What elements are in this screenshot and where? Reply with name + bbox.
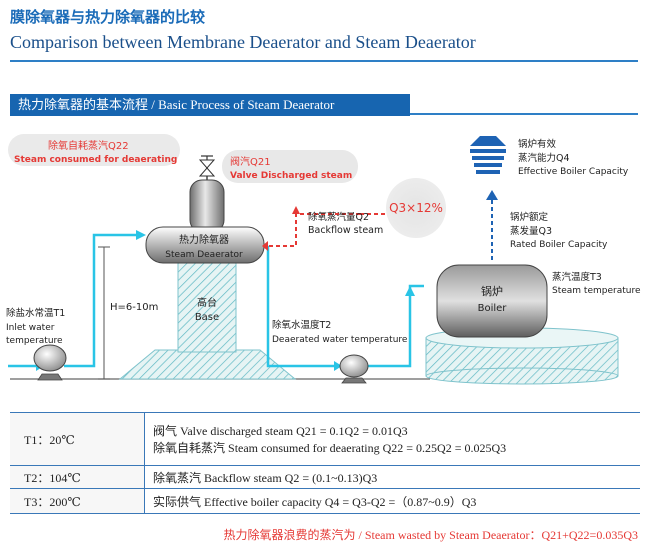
q2-desc-en: Backflow steam Q2 = (0.1~0.13)Q3 xyxy=(201,470,378,485)
boiler-feed-pipe xyxy=(368,284,424,368)
base-label-en: Base xyxy=(195,312,219,323)
q3-label-en: Rated Boiler Capacity xyxy=(510,240,608,250)
t3-label-cn: 蒸汽温度T3 xyxy=(552,271,602,283)
boiler-icon xyxy=(436,264,548,338)
q2-desc-cn: 除氧蒸汽 xyxy=(153,470,202,485)
row-label-t1: T1：20℃ xyxy=(10,412,145,466)
page-title-en: Comparison between Membrane Deaerator an… xyxy=(10,32,476,52)
deaerator-label-cn: 热力除氧器 xyxy=(179,233,229,246)
q22-label-cn: 除氧自耗蒸汽Q22 xyxy=(48,139,129,152)
section-label-cn: 热力除氧器的基本流程 xyxy=(18,98,149,113)
q4-desc-en: Effective boiler capacity Q4 = Q3-Q2 =（0… xyxy=(201,494,477,509)
boiler-label-cn: 锅炉 xyxy=(481,285,503,298)
section-separator: / xyxy=(148,97,159,112)
temperature-table: T1：20℃ 阀气 Valve discharged steam Q21 = 0… xyxy=(10,412,640,514)
q3-ratio-badge xyxy=(386,178,446,238)
backflow-label-cn: 除氧蒸汽量Q2 xyxy=(308,211,369,223)
base-label-cn: 高台 xyxy=(197,296,217,309)
summary-footer: 热力除氧器浪费的蒸汽为 / Steam wasted by Steam Deae… xyxy=(0,526,638,543)
q22-desc-en: Steam consumed for deaerating Q22 = 0.25… xyxy=(225,441,507,455)
feed-pipe xyxy=(64,233,140,368)
q21-bubble xyxy=(222,150,358,183)
section-divider xyxy=(410,113,638,115)
process-diagram: 高台 Base H=6-10m 热力除氧器 Steam Deaerator Q3… xyxy=(6,134,641,385)
table-row: T1：20℃ 阀气 Valve discharged steam Q21 = 0… xyxy=(10,412,640,466)
inlet-label-en-1: Inlet water xyxy=(6,323,55,333)
inlet-label-cn: 除盐水常温T1 xyxy=(6,307,65,319)
table-row: T2：104℃ 除氧蒸汽 Backflow steam Q2 = (0.1~0.… xyxy=(10,465,640,489)
q21-label-cn: 阀汽Q21 xyxy=(230,155,271,168)
q3-label-cn-1: 锅炉额定 xyxy=(510,211,549,223)
effective-capacity-icon xyxy=(470,136,506,174)
footer-separator: / xyxy=(355,528,365,542)
q22-bubble xyxy=(8,134,180,166)
boiler-label-en: Boiler xyxy=(478,303,508,314)
q4-label-cn-2: 蒸汽能力Q4 xyxy=(518,152,570,164)
deaerated-water-pipe xyxy=(262,245,340,368)
base-foot xyxy=(118,349,297,380)
t2-label-en: Deaerated water temperature xyxy=(272,335,408,345)
row-content-t3: 实际供气 Effective boiler capacity Q4 = Q3-Q… xyxy=(144,488,640,514)
inlet-pump-icon xyxy=(33,344,67,372)
height-label: H=6-10m xyxy=(110,302,158,313)
section-header: 热力除氧器的基本流程 / Basic Process of Steam Deae… xyxy=(10,94,410,116)
q21-desc-en: Valve discharged steam Q21 = 0.1Q2 = 0.0… xyxy=(177,424,408,438)
page-title-cn: 膜除氧器与热力除氧器的比较 xyxy=(10,8,206,26)
backflow-label-en: Backflow steam xyxy=(308,225,383,236)
deaerator-dome xyxy=(189,179,225,233)
q4-label-en: Effective Boiler Capacity xyxy=(518,167,629,177)
q22-label-en: Steam consumed for deaerating xyxy=(14,155,177,165)
vent-valve-icon xyxy=(198,159,216,169)
q3-ratio-label: Q3×12% xyxy=(389,201,443,215)
row-content-t2: 除氧蒸汽 Backflow steam Q2 = (0.1~0.13)Q3 xyxy=(144,465,640,489)
t2-label-cn: 除氧水温度T2 xyxy=(272,319,331,331)
q4-desc-cn: 实际供气 xyxy=(153,494,202,509)
q21-desc-cn: 阀气 xyxy=(153,424,178,438)
section-label-en: Basic Process of Steam Deaerator xyxy=(158,97,335,112)
title-divider xyxy=(10,60,638,62)
q3-label-cn-2: 蒸发量Q3 xyxy=(510,225,552,237)
table-row: T3：200℃ 实际供气 Effective boiler capacity Q… xyxy=(10,488,640,514)
inlet-label-en-2: temperature xyxy=(6,336,63,346)
q22-desc-cn: 除氧自耗蒸汽 xyxy=(153,441,226,455)
base-column xyxy=(177,261,237,353)
q21-label-en: Valve Discharged steam xyxy=(230,171,352,181)
backflow-steam-line xyxy=(268,213,360,247)
row-content-t1: 阀气 Valve discharged steam Q21 = 0.1Q2 = … xyxy=(144,412,640,466)
q4-label-cn-1: 锅炉有效 xyxy=(518,138,557,150)
footer-text-cn: 热力除氧器浪费的蒸汽为 xyxy=(223,528,356,542)
footer-text-en: Steam wasted by Steam Deaerator：Q21+Q22=… xyxy=(364,528,638,542)
row-label-t2: T2：104℃ xyxy=(10,465,145,489)
deaerator-label-en: Steam Deaerator xyxy=(165,250,243,260)
t3-label-en: Steam temperature xyxy=(552,286,641,296)
feed-pump-icon xyxy=(339,354,369,378)
row-label-t3: T3：200℃ xyxy=(10,488,145,514)
